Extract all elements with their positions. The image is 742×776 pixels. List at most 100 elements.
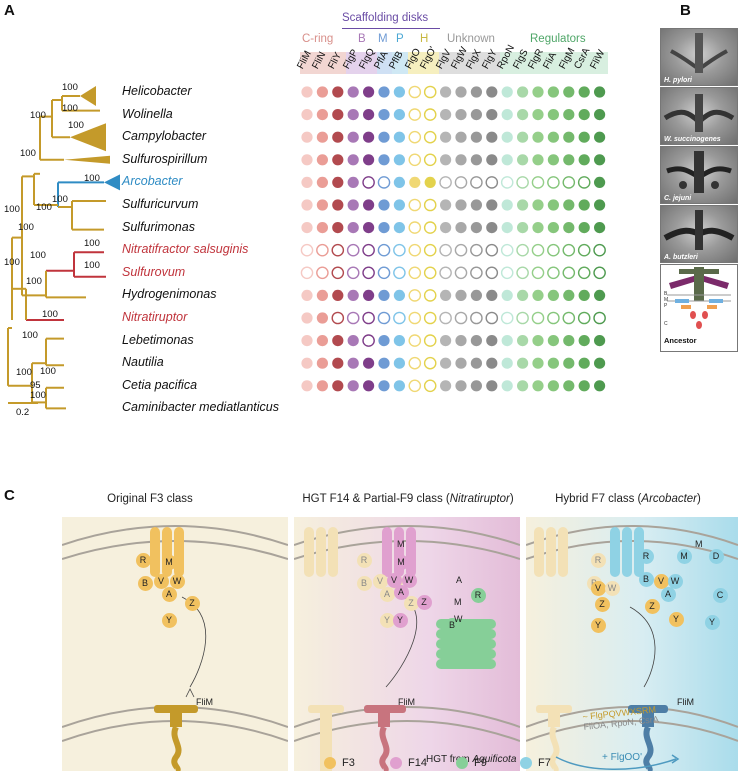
presence-dot xyxy=(316,243,329,257)
column-header-bg xyxy=(561,52,578,74)
presence-dot xyxy=(316,357,328,369)
presence-dot xyxy=(547,86,559,98)
presence-dot xyxy=(332,131,344,143)
presence-dot xyxy=(455,109,467,121)
taxon-label: Nautilia xyxy=(122,355,164,370)
presence-dot xyxy=(563,154,575,166)
presence-dot xyxy=(393,311,406,325)
presence-dot xyxy=(563,380,575,392)
taxon-label: Wolinella xyxy=(122,106,173,121)
presence-dot xyxy=(470,86,482,98)
taxon-label: Campylobacter xyxy=(122,129,207,144)
presence-dot xyxy=(486,380,498,392)
presence-dot xyxy=(377,311,391,325)
presence-dot xyxy=(393,266,406,280)
presence-dot xyxy=(408,243,422,257)
protein-node-v: V xyxy=(372,573,388,589)
presence-dot xyxy=(562,266,576,280)
column-header-bg xyxy=(407,52,424,74)
bootstrap-value: 100 xyxy=(84,260,100,271)
presence-dot xyxy=(517,86,529,98)
protein-node-a: A xyxy=(161,586,177,602)
bootstrap-value: 100 xyxy=(20,148,36,159)
presence-dot xyxy=(531,243,545,257)
title-f14: HGT F14 & Partial-F9 class (Nitratirupto… xyxy=(302,493,514,505)
presence-dot xyxy=(594,357,606,369)
em-hpylori: H. pylori xyxy=(660,28,738,86)
presence-dot xyxy=(500,266,514,280)
presence-dot xyxy=(547,266,560,280)
taxon-label: Nitratiruptor xyxy=(122,310,188,324)
panel-label-c: C xyxy=(4,487,15,504)
taxon-label: Sulfurospirillum xyxy=(122,151,208,166)
presence-dot xyxy=(501,131,513,143)
presence-dot xyxy=(486,131,498,143)
presence-dot xyxy=(439,243,452,257)
presence-dot xyxy=(316,380,328,392)
presence-dot xyxy=(486,222,498,234)
presence-dot xyxy=(301,357,313,369)
presence-dot xyxy=(408,153,422,167)
presence-dot xyxy=(362,334,375,347)
scale-bar xyxy=(8,402,38,404)
presence-dot xyxy=(362,176,375,189)
presence-dot xyxy=(378,335,390,347)
presence-dot xyxy=(408,289,422,302)
presence-dot xyxy=(517,357,529,369)
presence-dot xyxy=(363,222,375,234)
presence-dot xyxy=(562,311,576,325)
presence-dot xyxy=(408,334,422,347)
presence-dot xyxy=(594,154,606,166)
presence-dot xyxy=(347,357,359,369)
presence-dot xyxy=(531,311,545,325)
protein-node-a: A xyxy=(393,584,409,600)
group-b: B xyxy=(358,33,366,45)
presence-dot xyxy=(332,222,344,234)
presence-dot xyxy=(423,379,437,393)
column-header-bg xyxy=(361,52,377,74)
presence-dot xyxy=(517,131,529,143)
taxon-label: Arcobacter xyxy=(122,174,183,189)
protein-label: A xyxy=(456,575,463,585)
presence-dot xyxy=(517,222,529,234)
em-cjejuni: C. jejuni xyxy=(660,146,738,204)
presence-dot xyxy=(485,176,499,189)
presence-dot xyxy=(486,357,498,369)
presence-dot xyxy=(500,243,514,257)
presence-dot xyxy=(301,222,313,234)
column-header-bg xyxy=(577,52,593,74)
presence-dot xyxy=(301,289,313,301)
presence-dot xyxy=(301,312,313,324)
column-header-bg xyxy=(377,52,393,74)
presence-dot xyxy=(363,86,375,98)
presence-dot xyxy=(532,335,544,347)
group-p: P xyxy=(396,33,404,45)
presence-dot xyxy=(532,199,544,211)
presence-dot xyxy=(423,108,437,121)
bootstrap-value: 100 xyxy=(68,120,84,131)
panel-label-b: B xyxy=(680,2,691,19)
presence-dot xyxy=(377,243,391,257)
presence-dot xyxy=(532,357,544,369)
column-header-bg xyxy=(469,52,485,74)
presence-dot xyxy=(562,243,576,257)
presence-dot xyxy=(547,199,559,211)
presence-dot xyxy=(301,131,313,143)
presence-dot xyxy=(577,266,591,280)
presence-dot xyxy=(393,131,405,143)
presence-dot xyxy=(577,176,591,189)
protein-node-w: W xyxy=(169,573,185,589)
em-wsuccinogenes: W. succinogenes xyxy=(660,87,738,145)
presence-dot xyxy=(547,222,559,234)
presence-dot xyxy=(423,85,437,99)
legend-f9: F9 xyxy=(456,757,487,770)
presence-dot xyxy=(378,380,390,392)
presence-dot xyxy=(578,222,590,234)
presence-dot xyxy=(408,266,422,280)
presence-dot xyxy=(393,176,405,188)
presence-dot xyxy=(517,335,529,347)
presence-dot xyxy=(531,176,545,189)
presence-dot xyxy=(486,86,498,98)
presence-dot xyxy=(440,289,452,301)
protein-node-y: Y xyxy=(379,612,395,628)
